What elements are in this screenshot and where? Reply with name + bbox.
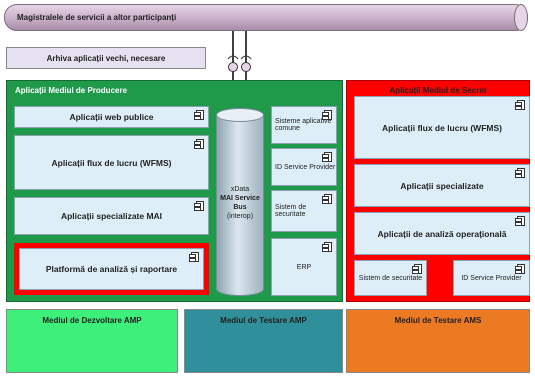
component-icon (194, 139, 204, 149)
component-icon (515, 168, 525, 178)
secret-spec-box: Aplicații specializate (354, 164, 530, 207)
bus-line4: (interop) (226, 213, 254, 220)
secret-title: Aplicații Mediul de Secret (389, 86, 487, 95)
security-box: Sistem de securitate (271, 190, 337, 232)
platform-frame: Platformă de analiză și raportare (14, 243, 209, 295)
production-title: Aplicații Mediul de Producere (15, 86, 128, 95)
component-icon (322, 242, 332, 252)
platform-box: Platformă de analiză și raportare (19, 248, 204, 290)
wfms-box: Aplicații flux de lucru (WFMS) (14, 135, 209, 190)
component-icon (194, 201, 204, 211)
dev-amp-environment: Mediul de Dezvoltare AMP (6, 309, 178, 373)
test-ams-label: Mediul de Testare AMS (394, 316, 482, 325)
component-icon (322, 194, 332, 204)
top-service-bus: Magistralele de servicii a altor partici… (4, 4, 528, 31)
mai-apps-box: Aplicații specializate MAI (14, 197, 209, 235)
secret-security-box: Sistem de securitate (354, 260, 427, 296)
component-icon (194, 110, 204, 120)
common-systems-box: Sisteme aplicative comune (271, 106, 337, 144)
top-bus-label: Magistralele de servicii a altor partici… (17, 13, 177, 22)
component-icon (515, 216, 525, 226)
component-icon (322, 152, 332, 162)
bus-line2: MAI Service (220, 195, 260, 202)
component-icon (515, 100, 525, 110)
mai-service-bus: xData MAI Service Bus (interop) (216, 108, 264, 296)
component-icon (515, 264, 525, 274)
archive-box: Arhiva aplicații vechi, necesare (6, 47, 206, 69)
dev-amp-label: Mediul de Dezvoltare AMP (42, 316, 142, 325)
test-amp-environment: Mediul de Testare AMP (184, 309, 343, 373)
secret-analysis-box: Aplicații de analiză operațională (354, 212, 530, 255)
web-apps-box: Aplicații web publice (14, 106, 209, 128)
test-amp-label: Mediul de Testare AMP (220, 316, 307, 325)
component-icon (189, 252, 199, 262)
secret-wfms-box: Aplicații flux de lucru (WFMS) (354, 96, 530, 159)
erp-box: ERP (271, 238, 337, 296)
test-ams-environment: Mediul de Testare AMS (346, 309, 530, 373)
component-icon (412, 264, 422, 274)
id-provider-box: ID Service Provider (271, 148, 337, 186)
archive-label: Arhiva aplicații vechi, necesare (46, 53, 166, 63)
component-icon (322, 110, 332, 120)
bus-line1: xData (230, 186, 250, 193)
bus-line3: Bus (233, 204, 247, 211)
secret-id-provider-box: ID Service Provider (453, 260, 530, 296)
